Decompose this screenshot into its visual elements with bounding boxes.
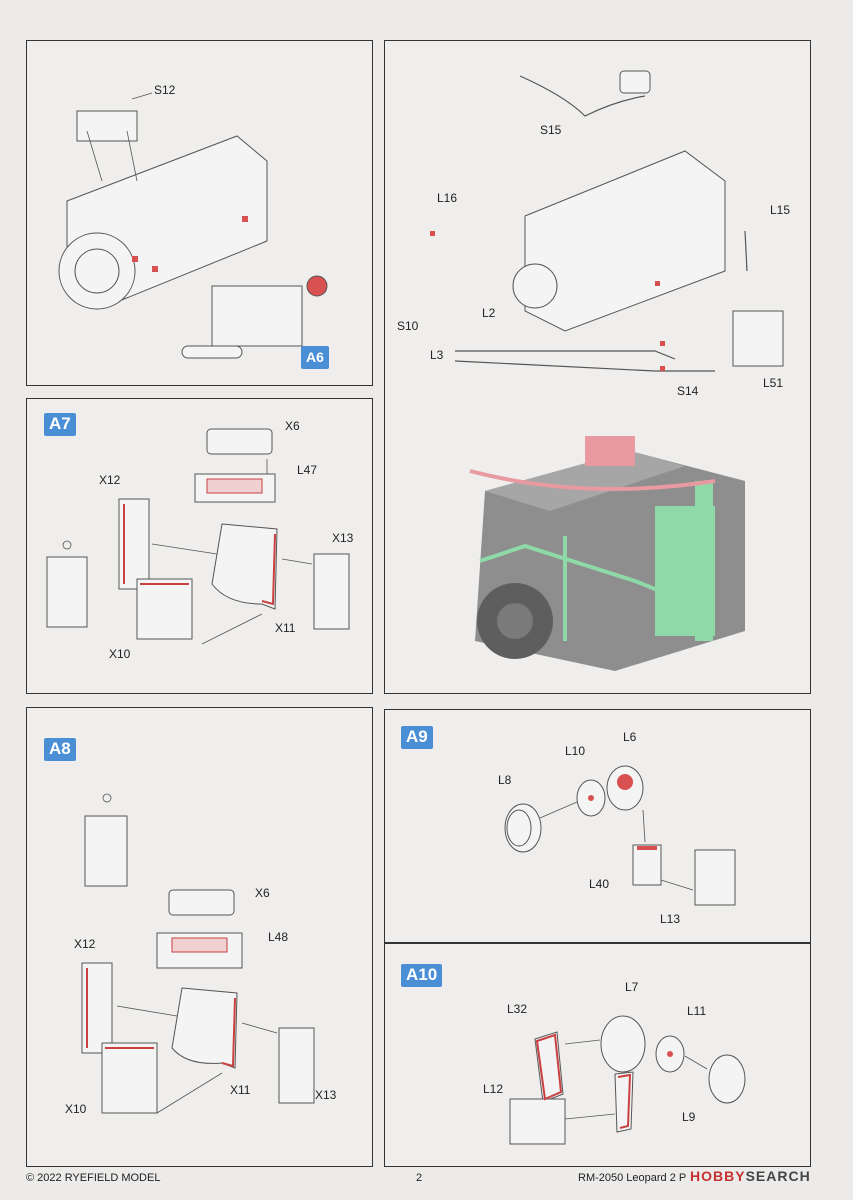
part-label: L13 bbox=[660, 912, 681, 926]
part-label: S14 bbox=[677, 384, 699, 398]
spare-part bbox=[46, 556, 88, 628]
l12-part bbox=[509, 1098, 566, 1145]
fan-assembly-illustration bbox=[504, 765, 736, 906]
part-label: L32 bbox=[507, 1002, 528, 1016]
part-label: X10 bbox=[109, 647, 131, 661]
x13-part bbox=[313, 553, 350, 630]
radiator-assembly-illustration bbox=[46, 428, 350, 645]
part-label: L6 bbox=[623, 730, 637, 744]
product-code: RM-2050 Leopard 2 P bbox=[578, 1172, 687, 1184]
l40-part bbox=[632, 844, 662, 886]
x11-part bbox=[171, 987, 238, 1069]
part-label: L15 bbox=[770, 203, 791, 217]
step-a9-panel: A9 L10 L6 L8 L40 L13 bbox=[384, 709, 811, 943]
part-label: X6 bbox=[255, 886, 270, 900]
l7-part bbox=[600, 1015, 646, 1073]
watermark-part: HOBBY bbox=[690, 1168, 746, 1184]
part-label: X10 bbox=[65, 1102, 87, 1116]
step-a6-panel: S12 A6 bbox=[26, 40, 373, 386]
engine-assembly-illustration bbox=[58, 92, 328, 359]
watermark-part: SEARCH bbox=[745, 1168, 811, 1184]
part-label: S12 bbox=[154, 83, 176, 97]
x11-part bbox=[211, 523, 278, 610]
watermark-logo: HOBBYSEARCH bbox=[690, 1168, 811, 1184]
s15-pipe bbox=[519, 75, 646, 117]
step-badge-a6: A6 bbox=[301, 346, 329, 369]
l51-tank-part bbox=[732, 310, 784, 367]
step-badge-a9: A9 bbox=[401, 726, 433, 749]
part-label: L10 bbox=[565, 744, 586, 758]
part-label: L47 bbox=[297, 463, 318, 477]
part-label: L16 bbox=[437, 191, 458, 205]
s12-cover-part bbox=[76, 110, 138, 142]
x13-part bbox=[278, 1027, 315, 1104]
part-label: L9 bbox=[682, 1110, 696, 1124]
x10-part bbox=[101, 1042, 158, 1114]
x10-part bbox=[136, 578, 193, 640]
part-label: L40 bbox=[589, 877, 610, 891]
fan-assembly-illustration bbox=[509, 1015, 746, 1145]
part-label: X6 bbox=[285, 419, 300, 433]
radiator-assembly-illustration bbox=[81, 793, 315, 1114]
part-label: S15 bbox=[540, 123, 562, 137]
step-a7-panel: A7 X6 L47 X12 X13 X11 X10 bbox=[26, 398, 373, 694]
part-label: L51 bbox=[763, 376, 784, 390]
part-label: X11 bbox=[275, 621, 296, 635]
step-badge-a10: A10 bbox=[401, 964, 443, 987]
engine-detail-illustration bbox=[430, 70, 784, 671]
x6-frame-part bbox=[206, 428, 273, 455]
part-label: S10 bbox=[397, 319, 419, 333]
step-badge-a8: A8 bbox=[44, 738, 76, 761]
step-main-panel: S15 L16 L15 S10 L2 L3 S14 L51 bbox=[384, 40, 811, 694]
radiator-part bbox=[211, 285, 303, 347]
part-label: X13 bbox=[332, 531, 354, 545]
step-a10-panel: A10 L7 L32 L11 L12 L9 bbox=[384, 943, 811, 1167]
copyright-text: © 2022 RYEFIELD MODEL bbox=[26, 1172, 161, 1184]
engine-block-part bbox=[524, 150, 726, 332]
step-a8-panel: A8 X6 L48 X12 X11 X13 X10 bbox=[26, 707, 373, 1167]
part-label: X12 bbox=[99, 473, 121, 487]
flywheel-part bbox=[512, 263, 558, 309]
engine-render-image bbox=[469, 436, 745, 671]
part-label: L3 bbox=[430, 348, 444, 362]
part-label: L8 bbox=[498, 773, 512, 787]
part-label: L12 bbox=[483, 1082, 504, 1096]
part-label: L2 bbox=[482, 306, 496, 320]
part-label: L48 bbox=[268, 930, 289, 944]
spare-part bbox=[84, 815, 128, 887]
step-badge-a7: A7 bbox=[44, 413, 76, 436]
l13-part bbox=[694, 849, 736, 906]
part-label: L7 bbox=[625, 980, 639, 994]
x6-frame-part bbox=[168, 889, 235, 916]
page-number: 2 bbox=[416, 1172, 423, 1184]
part-label: X11 bbox=[230, 1083, 251, 1097]
part-label: X12 bbox=[74, 937, 96, 951]
l9-part bbox=[708, 1054, 746, 1104]
part-label: X13 bbox=[315, 1088, 337, 1102]
part-label: L11 bbox=[687, 1004, 707, 1018]
